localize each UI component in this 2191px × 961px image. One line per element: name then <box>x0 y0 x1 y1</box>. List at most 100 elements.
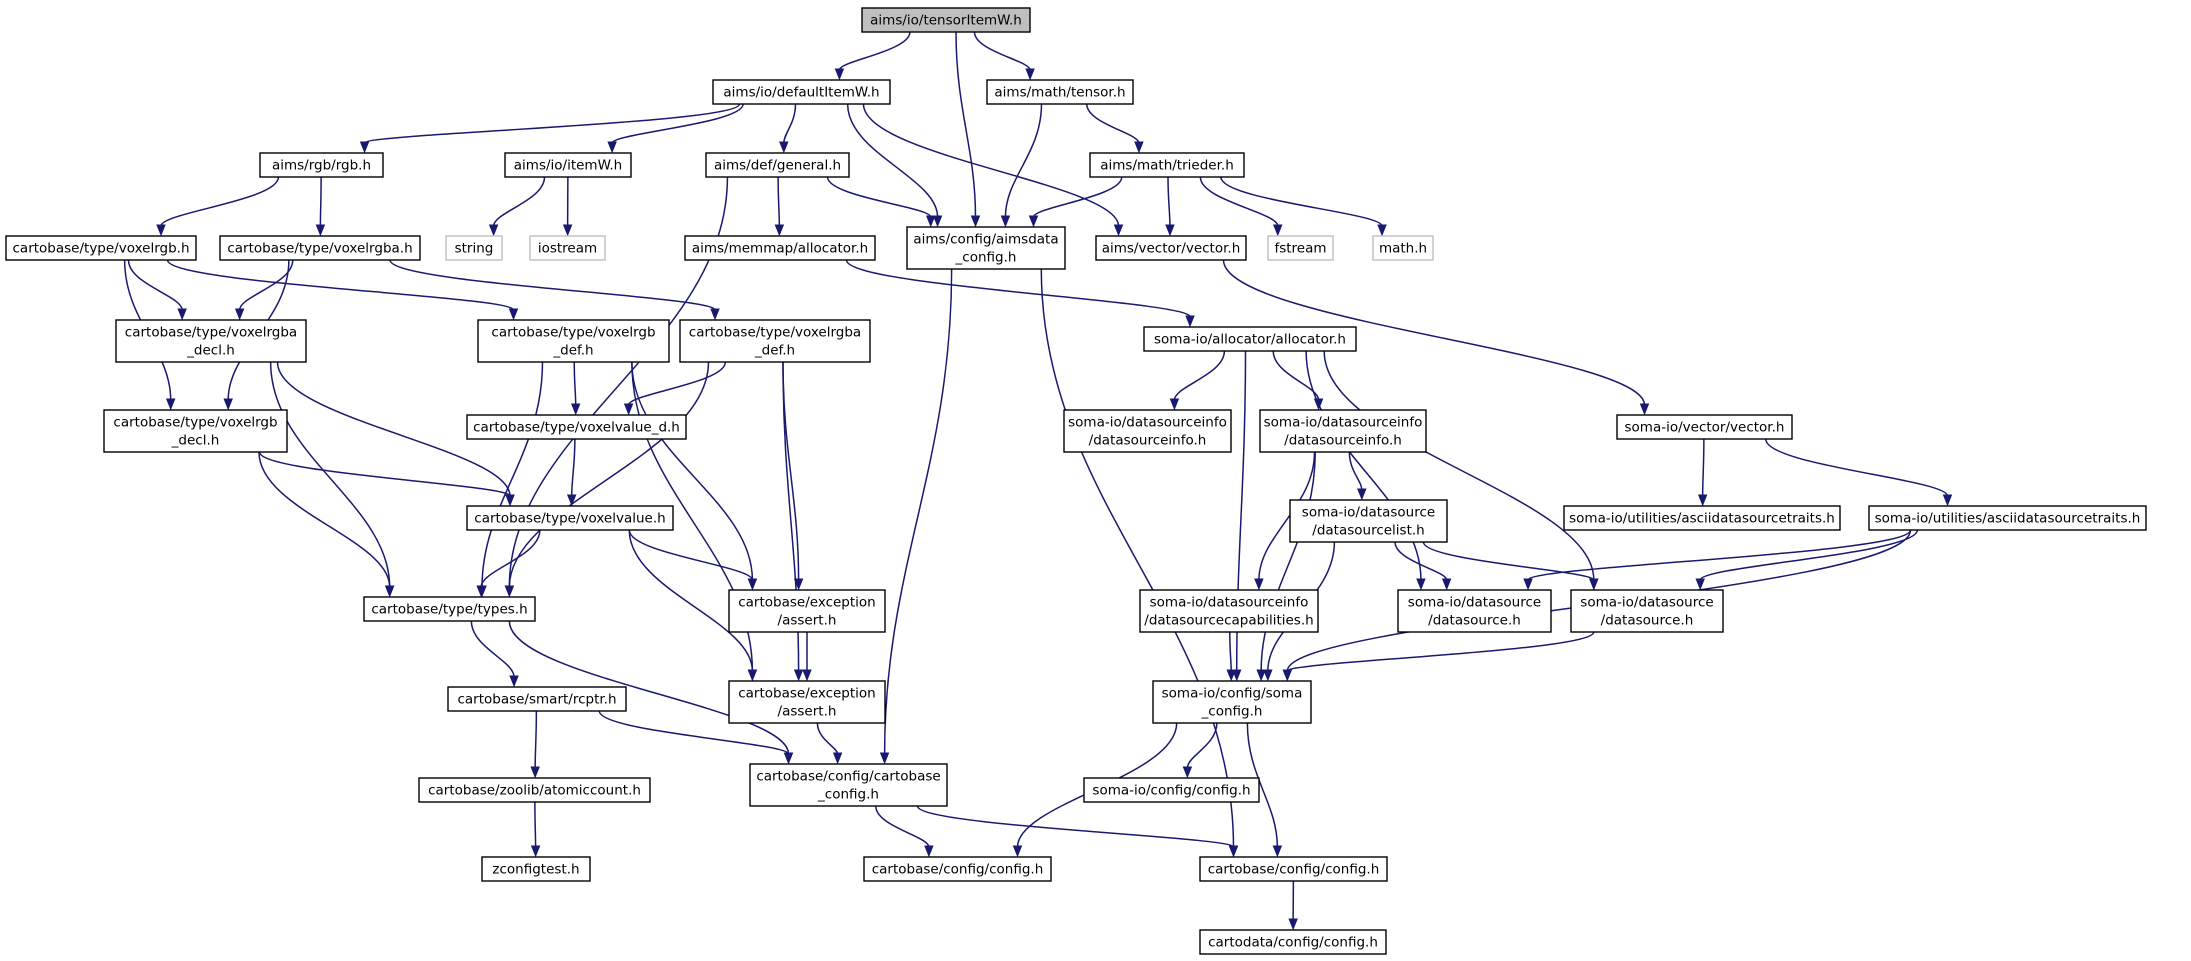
edge-arrowhead <box>1523 578 1533 591</box>
node-box <box>1199 856 1388 882</box>
graph-node-assert2[interactable]: cartobase/exception/assert.h <box>728 680 886 724</box>
edge-line <box>1258 451 1316 581</box>
node-box <box>504 152 632 178</box>
edge-voxelrgb-to-rgbadecl <box>127 259 187 321</box>
graph-node-dsinfo2[interactable]: soma-io/datasourceinfo/datasourceinfo.h <box>1259 409 1427 453</box>
edge-line <box>782 361 800 581</box>
node-label: fstream <box>1274 241 1326 257</box>
edge-line <box>470 620 515 678</box>
node-label: /datasourceinfo.h <box>1089 433 1207 449</box>
edge-line <box>319 176 322 227</box>
edge-assert2-to-cbconfig <box>816 722 843 765</box>
edge-line <box>883 268 953 755</box>
graph-node-ds2[interactable]: soma-io/datasource/datasource.h <box>1570 589 1724 633</box>
edge-mathtensor-to-aimsdata <box>1000 103 1043 228</box>
node-label: cartobase/type/voxelvalue.h <box>474 511 665 527</box>
graph-node-voxelvalue[interactable]: cartobase/type/voxelvalue.h <box>466 505 674 531</box>
edge-arrowhead <box>315 224 326 237</box>
graph-node-cbconfigh2[interactable]: cartobase/config/config.h <box>1199 856 1388 882</box>
edge-somaalloc-to-ds1 <box>1305 350 1426 591</box>
edge-line <box>1032 176 1123 218</box>
node-box <box>1259 409 1427 453</box>
edge-arrowhead <box>1028 215 1039 228</box>
edge-arrowhead <box>1185 315 1195 328</box>
graph-node-dslist[interactable]: soma-io/datasource/datasourcelist.h <box>1289 499 1448 543</box>
graph-node-atomic[interactable]: cartobase/zoolib/atomiccount.h <box>418 777 651 803</box>
graph-node-ascii1[interactable]: soma-io/utilities/asciidatasourcetraits.… <box>1563 505 1841 531</box>
edges-layer <box>123 31 1953 931</box>
edge-arrowhead <box>793 578 804 591</box>
graph-node-rgbdef[interactable]: cartobase/type/voxelrgb_def.h <box>477 319 670 363</box>
edge-assert1-to-assert2 <box>802 632 812 682</box>
graph-node-rcptr[interactable]: cartobase/smart/rcptr.h <box>447 686 627 712</box>
edge-root-to-defaultItemW <box>834 31 911 81</box>
edge-somaconfig-to-cbconfigh2 <box>1246 722 1283 858</box>
graph-node-rgbdecl[interactable]: cartobase/type/voxelrgb_decl.h <box>103 409 288 453</box>
edge-dsinfo2-to-somaconfig <box>1256 451 1316 682</box>
edge-arrowhead <box>1134 141 1144 154</box>
edge-ascii2-to-ds1 <box>1523 529 1912 591</box>
edge-dsinfo2-to-dscap <box>1254 451 1316 591</box>
edge-somaalloc-to-dsinfo1 <box>1169 350 1226 411</box>
node-label: cartodata/config/config.h <box>1208 935 1378 951</box>
node-box <box>219 235 421 261</box>
graph-node-itemW[interactable]: aims/io/itemW.h <box>504 152 632 178</box>
edge-line <box>534 801 537 848</box>
node-label: soma-io/datasource <box>1408 595 1541 611</box>
graph-node-cdconfig[interactable]: cartodata/config/config.h <box>1199 929 1387 955</box>
edge-line <box>1286 631 1595 672</box>
graph-node-cbconfig[interactable]: cartobase/config/cartobase_config.h <box>749 763 948 807</box>
edge-line <box>1222 259 1646 406</box>
node-box <box>1199 929 1387 955</box>
graph-node-voxelrgb[interactable]: cartobase/type/voxelrgb.h <box>5 235 197 261</box>
edge-arrowhead <box>509 675 519 688</box>
graph-node-assert1[interactable]: cartobase/exception/assert.h <box>728 589 886 633</box>
graph-node-somavector[interactable]: soma-io/vector/vector.h <box>1616 414 1793 440</box>
edge-rgbdef-to-assert1 <box>631 361 758 591</box>
edge-line <box>1527 529 1912 581</box>
edge-arrowhead <box>1228 845 1239 858</box>
graph-node-rgbadef[interactable]: cartobase/type/voxelrgba_def.h <box>679 319 871 363</box>
graph-node-aimsalloc[interactable]: aims/memmap/allocator.h <box>684 235 876 261</box>
edge-line <box>1167 176 1171 227</box>
graph-node-rgb[interactable]: aims/rgb/rgb.h <box>259 152 384 178</box>
graph-node-cbconfigh1[interactable]: cartobase/config/config.h <box>863 856 1052 882</box>
graph-node-general[interactable]: aims/def/general.h <box>705 152 850 178</box>
node-label: soma-io/config/soma <box>1162 686 1303 702</box>
graph-node-trieder[interactable]: aims/math/trieder.h <box>1089 152 1245 178</box>
graph-node-ascii2[interactable]: soma-io/utilities/asciidatasourcetraits.… <box>1868 505 2147 531</box>
node-label: soma-io/datasourceinfo <box>1068 415 1227 431</box>
edge-aimsdata-to-cbconfig <box>879 268 953 765</box>
edge-arrowhead <box>384 585 395 598</box>
graph-node-aimsvector[interactable]: aims/vector/vector.h <box>1095 235 1247 261</box>
edge-voxelvalue_d-to-voxelvalue <box>566 438 577 507</box>
graph-node-aimsdata[interactable]: aims/config/aimsdata_config.h <box>906 226 1066 270</box>
edge-arrowhead <box>1357 488 1367 501</box>
graph-node-voxelvalue_d[interactable]: cartobase/type/voxelvalue_d.h <box>466 414 687 440</box>
graph-node-dsinfo1[interactable]: soma-io/datasourceinfo/datasourceinfo.h <box>1063 409 1232 453</box>
node-label: aims/config/aimsdata <box>913 232 1058 248</box>
node-box <box>1139 589 1319 633</box>
graph-node-rgbadecl[interactable]: cartobase/type/voxelrgba_decl.h <box>115 319 307 363</box>
graph-node-somaconfigh[interactable]: soma-io/config/config.h <box>1083 777 1260 803</box>
graph-node-defaultItemW[interactable]: aims/io/defaultItemW.h <box>712 79 891 105</box>
graph-node-somaconfig[interactable]: soma-io/config/soma_config.h <box>1152 680 1312 724</box>
edge-arrowhead <box>834 68 845 81</box>
node-label: cartobase/config/config.h <box>872 862 1044 878</box>
graph-node-types[interactable]: cartobase/type/types.h <box>363 596 536 622</box>
edge-mathtensor-to-trieder <box>1086 103 1144 154</box>
graph-node-somaalloc[interactable]: soma-io/allocator/allocator.h <box>1143 326 1357 352</box>
node-label: /datasourceinfo.h <box>1284 433 1402 449</box>
node-box <box>115 319 307 363</box>
graph-node-dscap[interactable]: soma-io/datasourceinfo/datasourcecapabil… <box>1139 589 1319 633</box>
edge-somavector-to-ascii2 <box>1765 438 1953 507</box>
graph-node-zconfig[interactable]: zconfigtest.h <box>481 856 591 882</box>
graph-node-voxelrgba[interactable]: cartobase/type/voxelrgba.h <box>219 235 421 261</box>
node-box <box>447 686 627 712</box>
edge-arrowhead <box>488 224 499 237</box>
node-label: aims/vector/vector.h <box>1102 241 1241 257</box>
edge-arrowhead <box>359 141 370 154</box>
graph-node-ds1[interactable]: soma-io/datasource/datasource.h <box>1397 589 1552 633</box>
graph-node-mathtensor[interactable]: aims/math/tensor.h <box>986 79 1134 105</box>
edge-line <box>973 31 1031 71</box>
